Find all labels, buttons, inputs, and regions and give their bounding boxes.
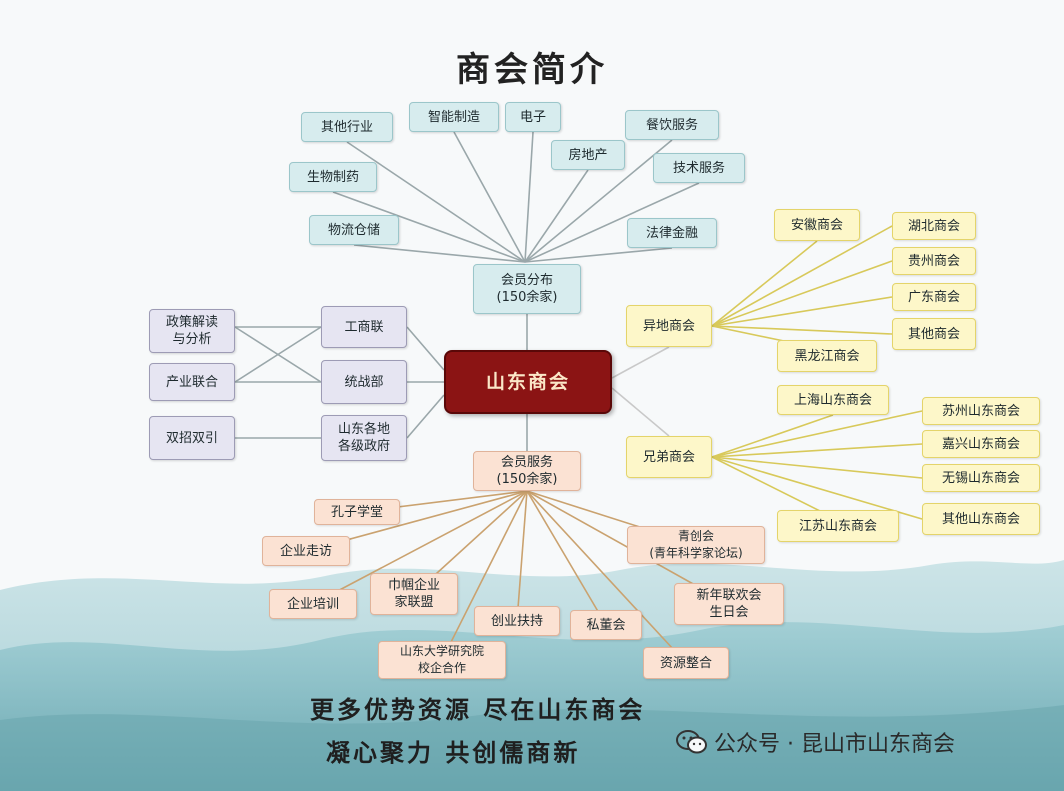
connector-line <box>524 131 534 263</box>
left-hub-node: 工商联 <box>321 306 407 348</box>
connector-line <box>524 182 700 263</box>
connector-line <box>353 244 526 263</box>
industry-node: 其他行业 <box>301 112 393 142</box>
brother-chamber-node: 上海山东商会 <box>777 385 889 415</box>
connector-line <box>711 456 923 479</box>
brother-chamber-node: 江苏山东商会 <box>777 510 899 542</box>
remote-chamber-node: 广东商会 <box>892 283 976 311</box>
connector-line <box>711 260 893 327</box>
service-node: 青创会 (青年科学家论坛) <box>627 526 765 564</box>
connector-line <box>711 410 923 458</box>
industry-node: 餐饮服务 <box>625 110 719 140</box>
brother-chamber-node: 嘉兴山东商会 <box>922 430 1040 458</box>
service-node: 巾帼企业 家联盟 <box>370 573 458 615</box>
connector-line <box>346 141 526 263</box>
page-title: 商会简介 <box>456 50 608 90</box>
service-node: 资源整合 <box>643 647 729 679</box>
connector-line <box>526 490 687 664</box>
left-item-node: 政策解读 与分析 <box>149 309 235 353</box>
left-item-node: 产业联合 <box>149 363 235 401</box>
connector-line <box>312 490 528 605</box>
wechat-watermark: 公众号 · 昆山市山东商会 <box>676 726 955 758</box>
service-node: 新年联欢会 生日会 <box>674 583 784 625</box>
service-node: 企业走访 <box>262 536 350 566</box>
connector-line <box>524 139 673 263</box>
connector-line <box>711 443 923 458</box>
remote-chamber-node: 湖北商会 <box>892 212 976 240</box>
brother-chambers-hub: 兄弟商会 <box>626 436 712 478</box>
service-node: 私董会 <box>570 610 642 640</box>
service-node: 孔子学堂 <box>314 499 400 525</box>
industry-node: 法律金融 <box>627 218 717 248</box>
remote-chamber-node: 贵州商会 <box>892 247 976 275</box>
connector-line <box>524 169 589 263</box>
left-hub-node: 统战部 <box>321 360 407 404</box>
remote-chamber-node: 黑龙江商会 <box>777 340 877 372</box>
industry-node: 电子 <box>505 102 561 132</box>
center-node: 山东商会 <box>444 350 612 414</box>
connector-line <box>711 414 834 458</box>
slogan-line-1: 更多优势资源 尽在山东商会 <box>310 696 646 724</box>
connector-line <box>711 296 893 327</box>
connector-line <box>516 490 528 622</box>
industry-node: 生物制药 <box>289 162 377 192</box>
brother-chamber-node: 其他山东商会 <box>922 503 1040 535</box>
service-node: 企业培训 <box>269 589 357 619</box>
slogan-line-2: 凝心聚力 共创儒商新 <box>326 739 581 767</box>
wechat-icon <box>676 730 707 754</box>
connector-line <box>611 387 670 437</box>
connector-line <box>526 490 607 626</box>
service-node: 山东大学研究院 校企合作 <box>378 641 506 679</box>
connector-line <box>406 326 445 371</box>
connector-line <box>611 346 670 379</box>
connector-line <box>524 247 673 263</box>
industry-node: 物流仓储 <box>309 215 399 245</box>
brother-chamber-node: 苏州山东商会 <box>922 397 1040 425</box>
industry-node: 技术服务 <box>653 153 745 183</box>
member-service-hub: 会员服务 (150余家) <box>473 451 581 491</box>
remote-chamber-node: 其他商会 <box>892 318 976 350</box>
left-hub-node: 山东各地 各级政府 <box>321 415 407 461</box>
connector-line <box>406 394 445 439</box>
connector-line <box>332 191 526 263</box>
connector-line <box>711 456 839 521</box>
connector-line <box>441 490 528 661</box>
brother-chamber-node: 无锡山东商会 <box>922 464 1040 492</box>
service-node: 创业扶持 <box>474 606 560 636</box>
left-item-node: 双招双引 <box>149 416 235 460</box>
member-distribution-hub: 会员分布 (150余家) <box>473 264 581 314</box>
watermark-text: 公众号 · 昆山市山东商会 <box>714 732 955 757</box>
connector-line <box>711 225 893 327</box>
remote-chamber-node: 安徽商会 <box>774 209 860 241</box>
connector-line <box>711 325 893 335</box>
industry-node: 房地产 <box>551 140 625 170</box>
connector-line <box>711 240 818 327</box>
industry-node: 智能制造 <box>409 102 499 132</box>
remote-chambers-hub: 异地商会 <box>626 305 712 347</box>
connector-line <box>453 131 526 263</box>
connector-line <box>234 326 322 383</box>
connector-line <box>711 456 923 520</box>
